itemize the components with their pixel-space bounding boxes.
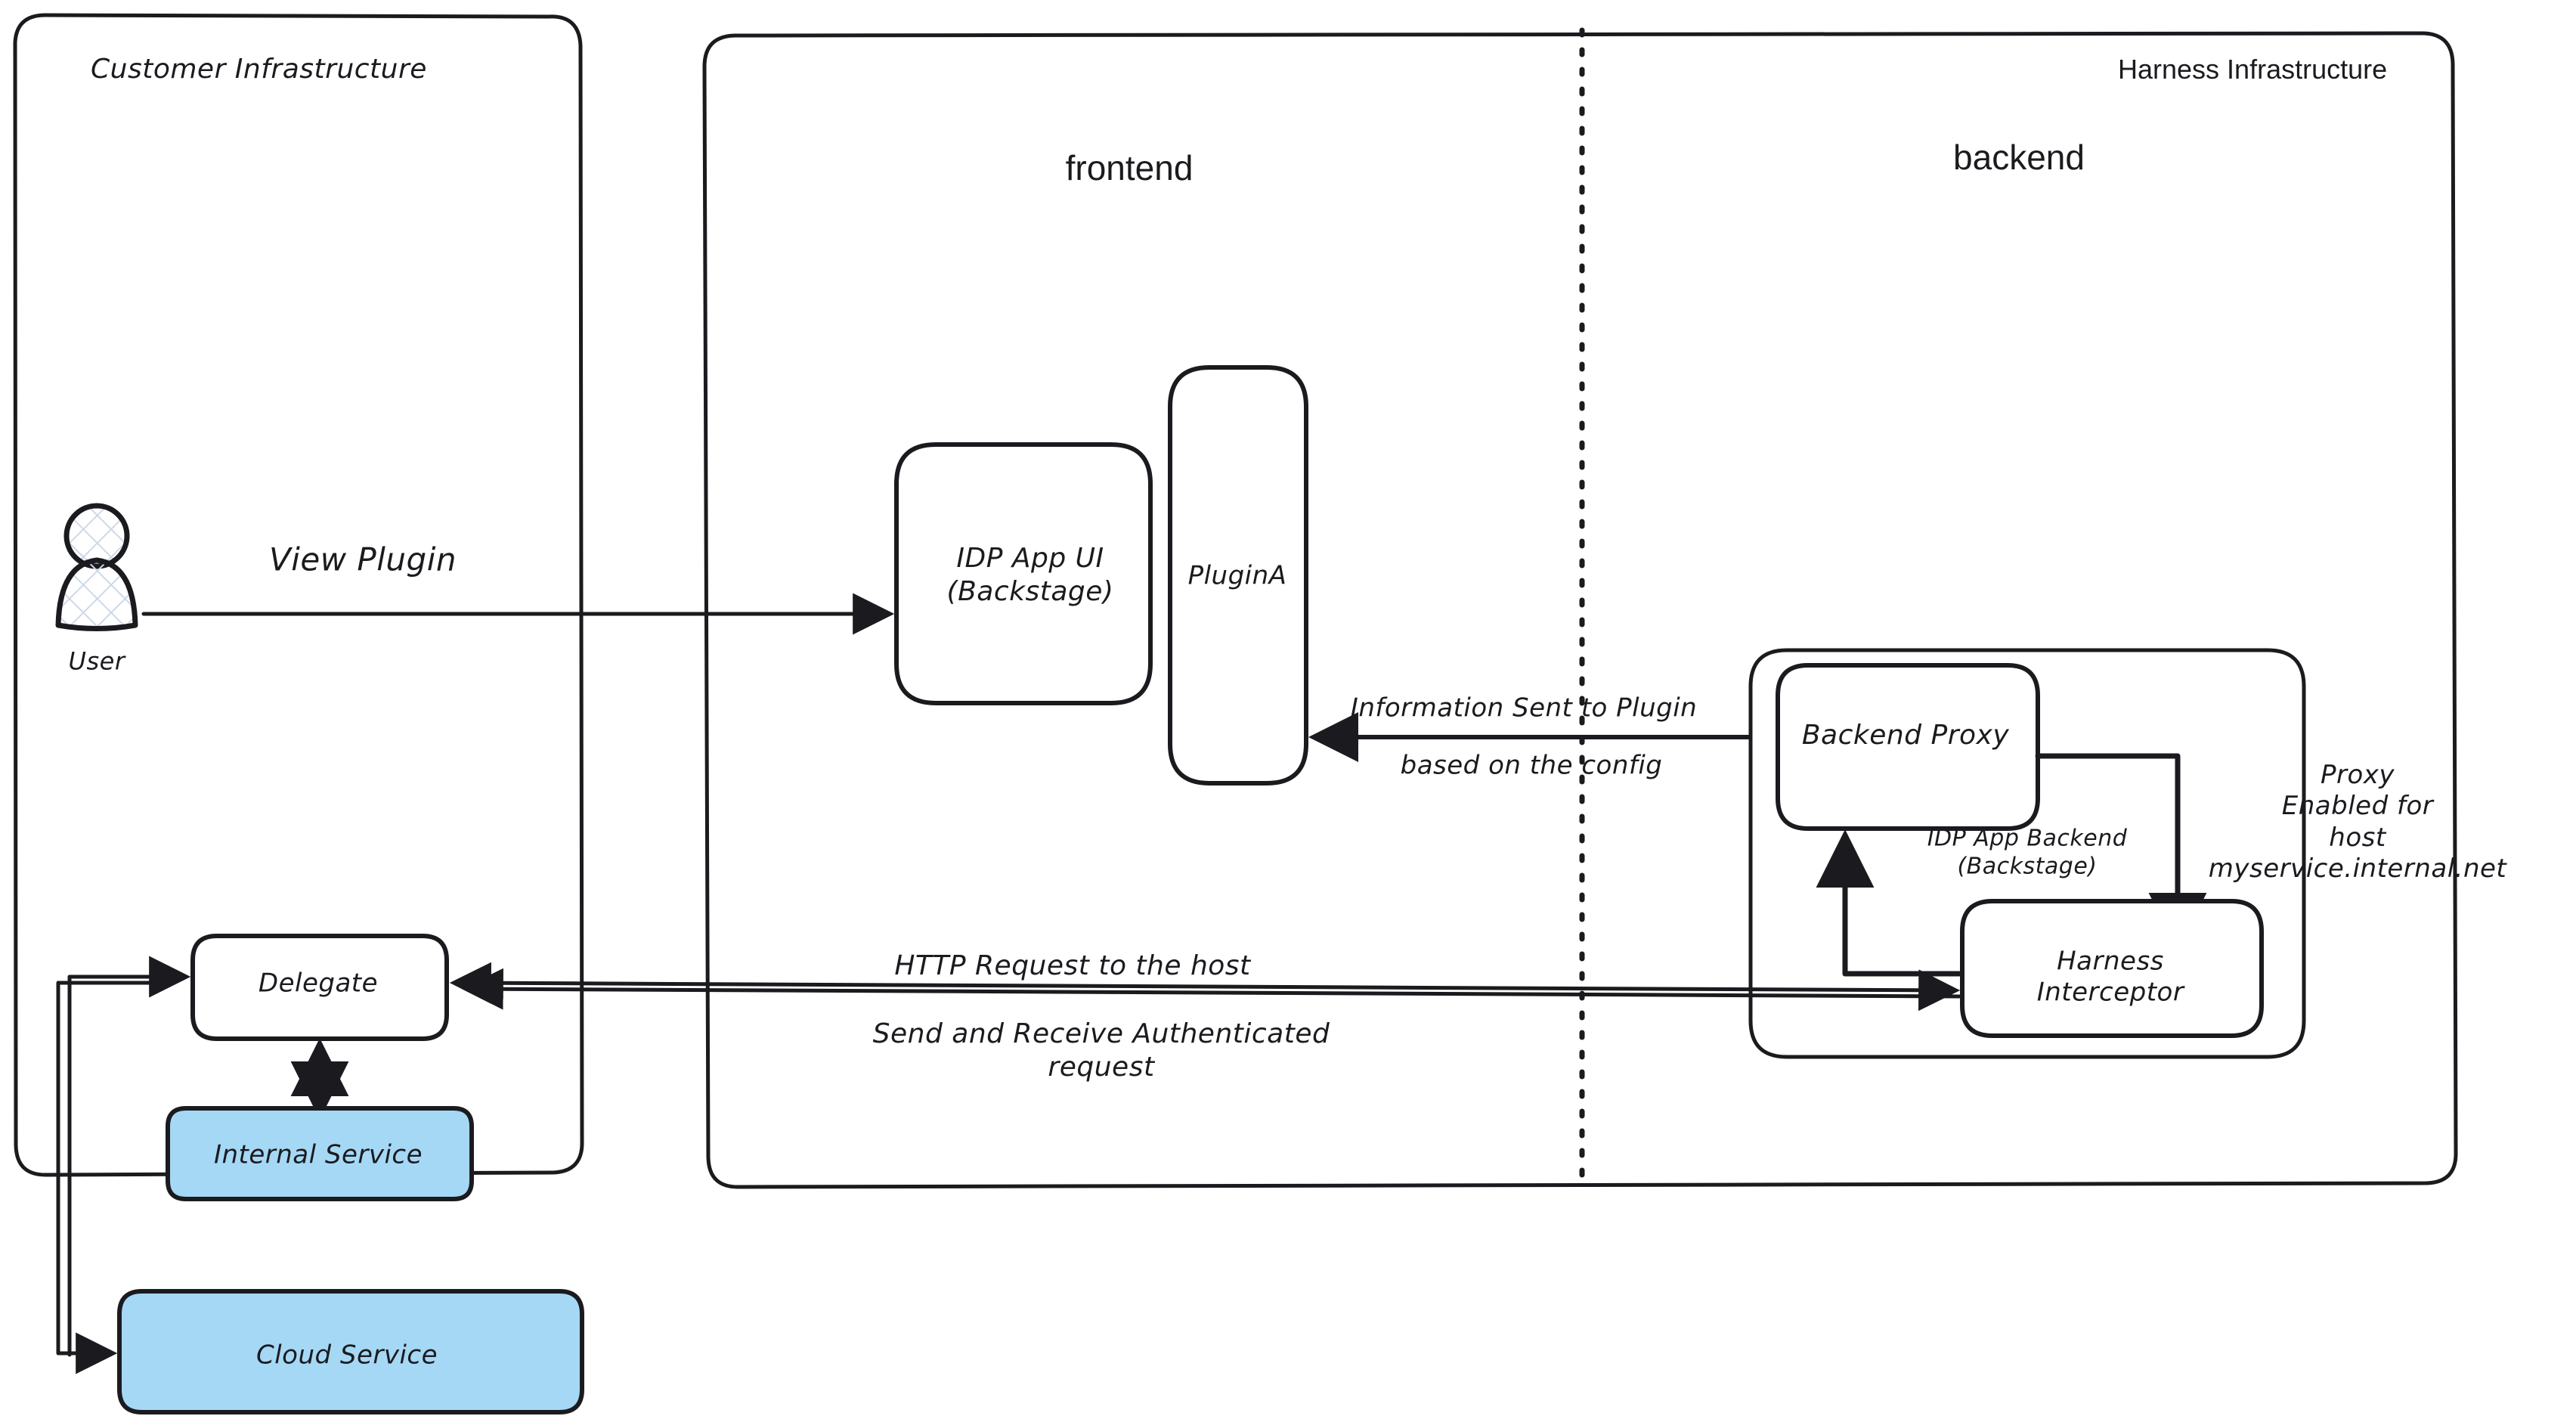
node-delegate: [190, 934, 449, 1041]
user-actor: [55, 503, 138, 631]
node-harness-interceptor: [1960, 899, 2264, 1038]
edge-delegate-cloud-service: [56, 981, 172, 1374]
edge-delegate-interceptor: [449, 962, 1961, 1012]
node-backend-proxy: [1776, 663, 2040, 831]
node-cloud-service: [117, 1289, 584, 1414]
group-customer-infrastructure: [13, 13, 584, 1177]
edge-proxy-to-interceptor: [2035, 753, 2207, 951]
node-internal-service: [166, 1106, 474, 1201]
node-plugin-a: [1168, 365, 1308, 785]
node-idp-app-ui: [894, 442, 1153, 705]
edge-cloud-service-to-delegate: [67, 956, 191, 1357]
group-harness-infrastructure: [702, 31, 2458, 1189]
